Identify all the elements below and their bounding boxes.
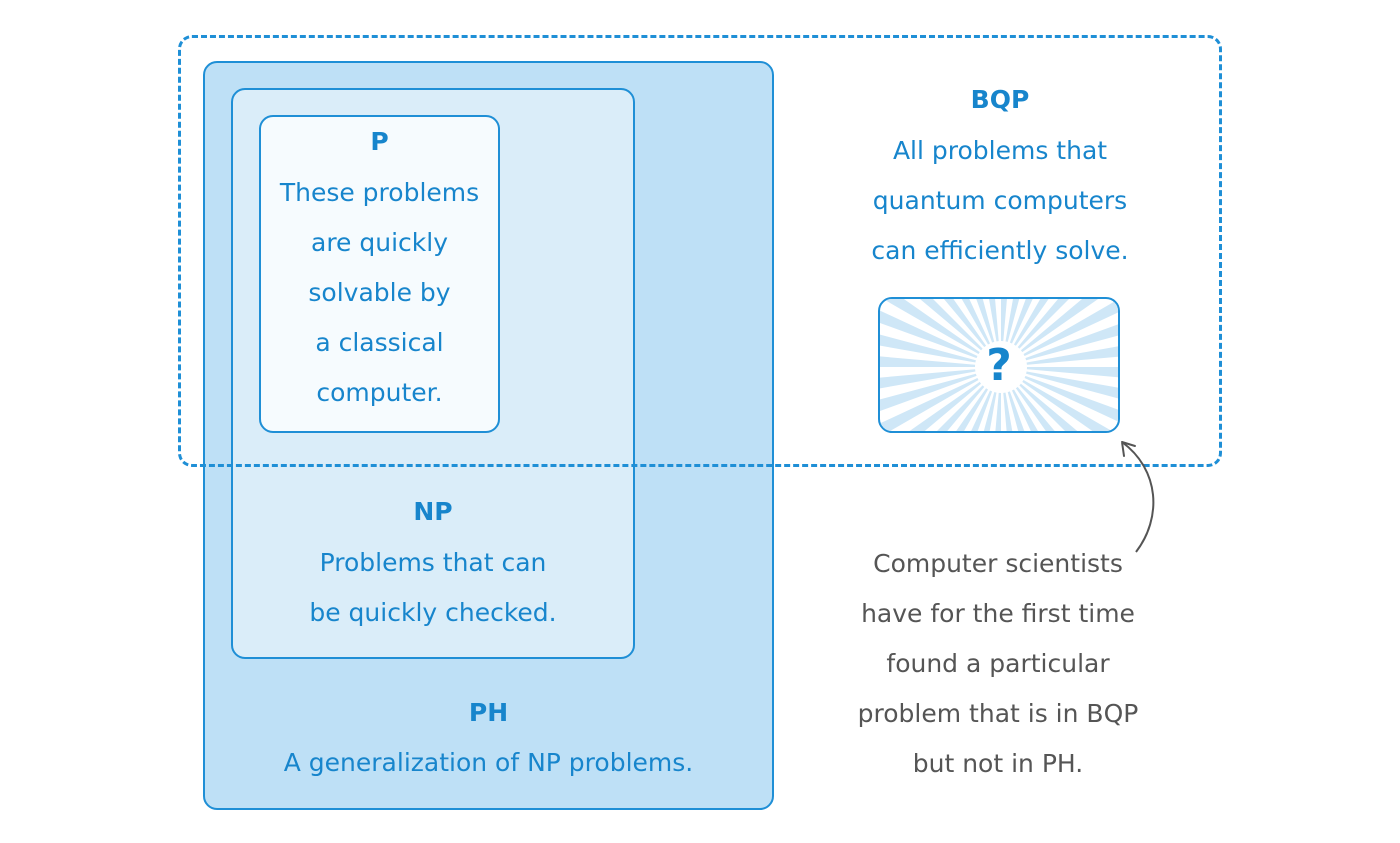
sunburst-ray [1001,299,1049,367]
p-desc-line: a classical [315,328,444,357]
p-desc-line: are quickly [311,228,448,257]
np-desc-line: be quickly checked. [309,598,557,627]
sunburst-ray [1001,346,1118,367]
sunburst-ray [880,367,1001,431]
np-title: NP [413,497,453,526]
note-line: Computer scientists [873,549,1123,578]
note-line: have for the first time [861,599,1135,628]
np-desc-line: Problems that can [319,548,547,577]
bqp-desc-line: All problems that [892,136,1108,165]
bqp-desc-line: can efficiently solve. [871,236,1129,265]
sunburst-ray [1001,367,1118,399]
annotation-note: Computer scientists have for the first t… [830,539,1166,789]
sunburst-ray [880,310,1001,367]
p-region [259,115,500,433]
ph-description: A generalization of NP problems. [283,748,694,777]
note-line: but not in PH. [912,749,1084,778]
sunburst-rays [880,299,1118,431]
p-description: These problems are quickly solvable by a… [259,168,500,418]
note-line: found a particular [886,649,1110,678]
bqp-region [178,35,1222,467]
question-mark-icon: ? [986,339,1012,391]
curved-arrow-icon [1121,441,1155,553]
note-line: problem that is in BQP [857,699,1139,728]
sunburst-ray [1001,367,1118,422]
p-desc-line: computer. [316,378,443,407]
p-desc-line: These problems [279,178,480,207]
bqp-title: BQP [970,85,1030,114]
sunburst-ray [909,367,1001,431]
bqp-desc-line: quantum computers [872,186,1128,215]
sunburst-ray [1001,367,1118,378]
p-desc-line: solvable by [308,278,451,307]
sunburst-center [975,341,1027,393]
ph-title: PH [468,698,509,727]
np-description: Problems that can be quickly checked. [231,538,635,638]
p-title: P [370,127,389,156]
bqp-description: All problems that quantum computers can … [830,126,1170,276]
mystery-problem-box: ? [878,297,1120,433]
